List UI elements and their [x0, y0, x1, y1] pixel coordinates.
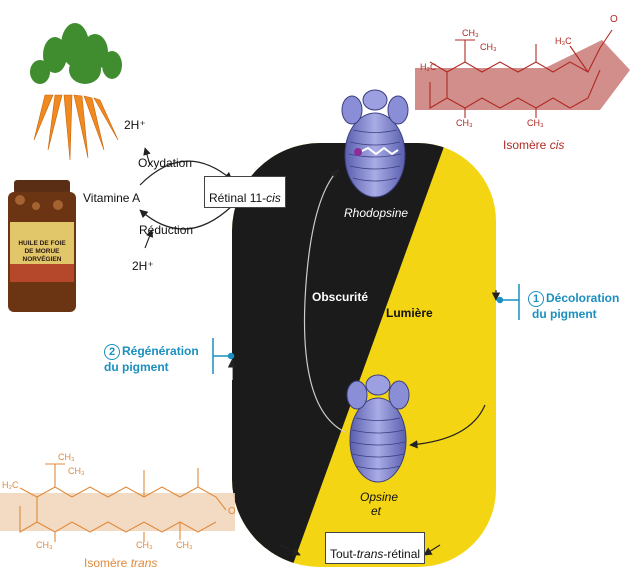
svg-text:H₃C: H₃C	[555, 36, 572, 46]
svg-text:H₂C: H₂C	[2, 480, 19, 490]
svg-text:CH₃: CH₃	[36, 540, 53, 550]
rhodopsin-protein	[341, 89, 409, 198]
trans-isomer-label: Isomère trans	[84, 556, 157, 570]
svg-text:O: O	[228, 506, 236, 517]
step-2-badge: 2	[104, 344, 120, 360]
regeneration-line2: du pigment	[104, 360, 169, 374]
opsin-protein	[346, 374, 410, 483]
trans-isomer-structure: O CH₃ CH₃ H₂C CH₃ CH₃ CH₃	[0, 452, 236, 550]
vitamin-a-label: Vitamine A	[83, 191, 141, 205]
retinal-trans-prefix: Tout-	[330, 547, 357, 561]
dark-label: Obscurité	[312, 290, 369, 304]
light-label: Lumière	[386, 306, 433, 320]
svg-text:CH₃: CH₃	[68, 466, 85, 476]
bottle-label-line1: HUILE DE FOIE	[18, 240, 66, 247]
bottle-label-line2: DE MORUE	[24, 248, 60, 255]
regeneration-line1: Régénération	[122, 344, 199, 359]
h-release-arrow	[143, 147, 151, 166]
cycle-arrow-bottom	[279, 544, 301, 556]
bottle-label-line3: NORVÉGIEN	[23, 254, 62, 263]
bleaching-line1: Décoloration	[546, 291, 620, 306]
oxidation-label: Oxydation	[138, 156, 193, 170]
svg-text:CH₃: CH₃	[176, 540, 193, 550]
cis-isomer-label: Isomère cis	[503, 138, 564, 152]
h-uptake-arrow	[144, 229, 154, 249]
cod-liver-oil-bottle: HUILE DE FOIE DE MORUE NORVÉGIEN	[8, 180, 76, 312]
svg-text:O: O	[610, 14, 618, 25]
reduction-arrow	[139, 205, 233, 230]
svg-text:CH₃: CH₃	[527, 118, 544, 128]
retinal-trans-italic: trans	[356, 547, 384, 561]
oxidation-arrow	[139, 160, 233, 186]
cis-isomer-italic: cis	[549, 138, 565, 152]
trans-isomer-italic: trans	[130, 556, 158, 570]
h-top-label: 2H⁺	[124, 118, 146, 132]
regeneration-connector	[212, 338, 235, 374]
step-1-badge: 1	[528, 291, 544, 307]
bleaching-line2: du pigment	[532, 307, 597, 321]
bleaching-connector	[496, 284, 520, 320]
reduction-label: Réduction	[139, 223, 194, 237]
inner-arrow-right	[409, 404, 486, 449]
retinal-cis-italic: cis	[266, 191, 281, 205]
svg-text:CH₃: CH₃	[136, 540, 153, 550]
cis-isomer-structure: O CH₃ CH₃ CH₃ CH₃ H₃C H₂C	[415, 14, 630, 128]
all-trans-retinal-box: Tout-trans-rétinal	[325, 532, 426, 564]
cis-isomer-prefix: Isomère	[503, 138, 550, 152]
retinal-trans-suffix: -rétinal	[383, 547, 421, 561]
dark-region	[232, 143, 450, 567]
cycle-arrow-bottom-right	[423, 544, 441, 556]
svg-text:CH₃: CH₃	[480, 42, 497, 52]
retinal-cis-prefix: Rétinal 11-	[209, 191, 267, 205]
carrots-image	[30, 23, 122, 161]
svg-text:CH₃: CH₃	[462, 28, 479, 38]
trans-isomer-prefix: Isomère	[84, 556, 131, 570]
cycle-shape	[232, 143, 496, 567]
svg-text:CH₃: CH₃	[456, 118, 473, 128]
svg-text:H₂C: H₂C	[420, 62, 437, 72]
retinal-11-cis-box: Rétinal 11-cis	[204, 176, 286, 208]
rhodopsin-label: Rhodopsine	[344, 206, 409, 220]
opsin-and-label: et	[371, 504, 382, 518]
opsin-label: Opsine	[360, 490, 399, 504]
h-bottom-label: 2H⁺	[132, 259, 154, 273]
svg-text:CH₃: CH₃	[58, 452, 75, 462]
inner-arrow-left	[303, 169, 346, 433]
